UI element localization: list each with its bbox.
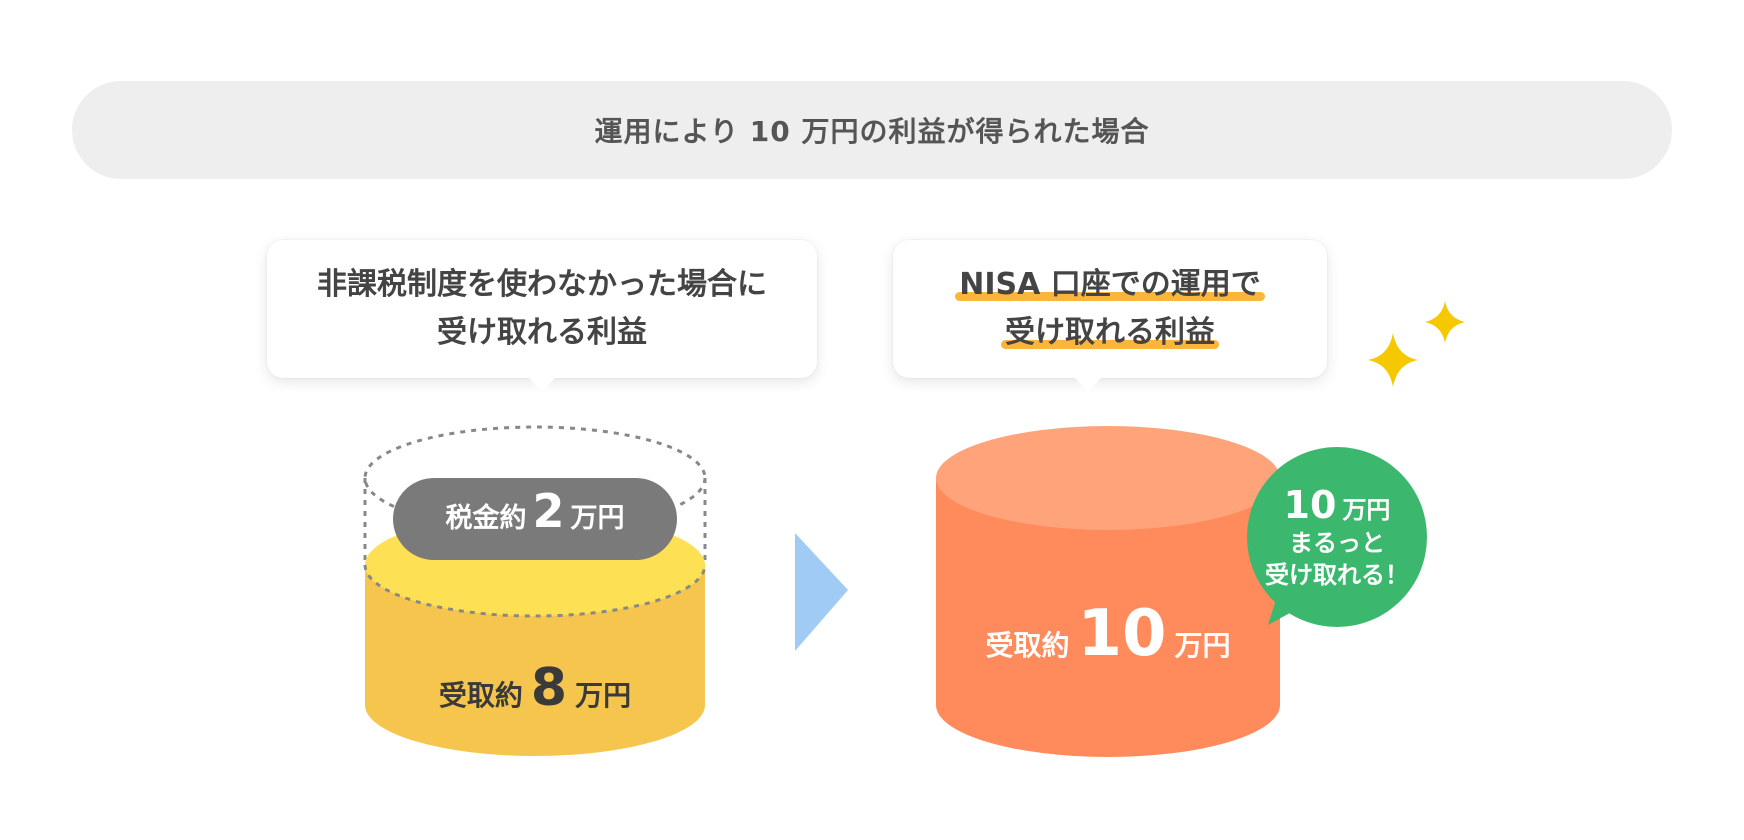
right-receive-unit: 万円 — [1174, 629, 1231, 662]
right-orange-cylinder — [936, 426, 1280, 757]
right-bubble-line1: NISA 口座での運用で — [955, 261, 1265, 309]
callout-unit: 万円 — [1342, 496, 1391, 524]
tax-unit: 万円 — [570, 503, 625, 534]
callout-line1: まるっと — [1289, 529, 1385, 557]
left-receive-text: 受取約 8 万円 — [365, 658, 705, 718]
left-dashed-cylinder — [363, 425, 707, 562]
right-bubble-line2: 受け取れる利益 — [1001, 309, 1219, 357]
callout-amount: 10 — [1283, 483, 1337, 527]
callout-amount-row: 10 万円 — [1284, 483, 1391, 527]
sparkle-icon — [1425, 301, 1465, 343]
right-speech-bubble: NISA 口座での運用で 受け取れる利益 — [893, 240, 1327, 392]
left-bubble-line1: 非課税制度を使わなかった場合に — [317, 267, 767, 302]
tax-pill: 税金約 2 万円 — [393, 478, 677, 560]
left-speech-bubble: 非課税制度を使わなかった場合に 受け取れる利益 — [267, 240, 817, 392]
header-title: 運用により 10 万円の利益が得られた場合 — [594, 115, 1150, 148]
tax-amount: 2 — [532, 484, 565, 538]
left-receive-amount: 8 — [530, 658, 568, 718]
sparkle-icon — [1368, 333, 1418, 387]
right-receive-text: 受取約 10 万円 — [936, 597, 1280, 671]
arrow-right-icon — [795, 533, 848, 651]
header-banner: 運用により 10 万円の利益が得られた場合 — [72, 81, 1672, 179]
left-bubble-line2: 受け取れる利益 — [437, 315, 647, 350]
right-receive-amount: 10 — [1077, 597, 1167, 671]
callout-circle: 10 万円 まるっと 受け取れる！ — [1247, 447, 1427, 627]
callout-line2: 受け取れる！ — [1265, 561, 1409, 589]
tax-label: 税金約 — [445, 503, 527, 534]
left-receive-unit: 万円 — [575, 679, 632, 712]
right-receive-label: 受取約 — [985, 629, 1070, 662]
left-receive-label: 受取約 — [438, 679, 523, 712]
